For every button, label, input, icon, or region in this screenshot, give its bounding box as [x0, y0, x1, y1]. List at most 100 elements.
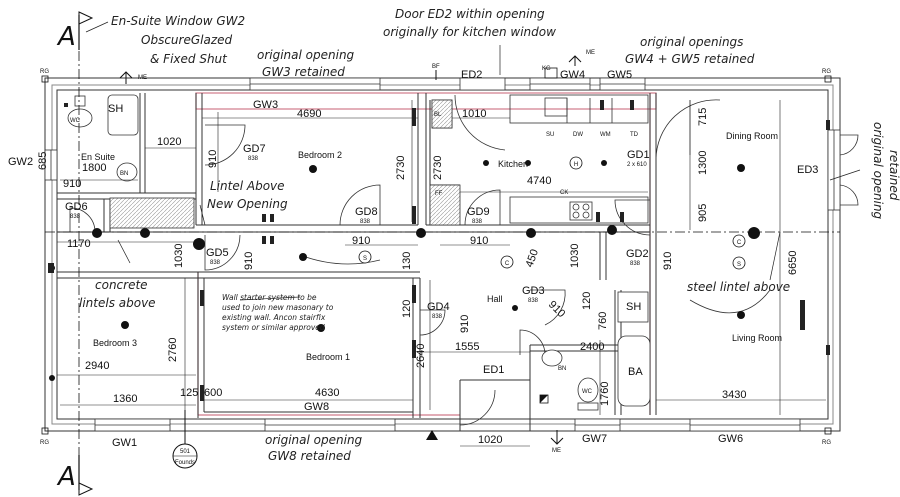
dim-910-gd7: 910 — [207, 150, 219, 168]
dimension-lines — [57, 100, 826, 447]
founds-label: Founds — [175, 460, 195, 466]
dim-1020-bottom: 1020 — [478, 434, 502, 446]
dim-1020-top: 1020 — [157, 136, 181, 148]
cupboards — [109, 99, 461, 229]
label-su: SU — [546, 132, 554, 138]
tag-gd9-size: 838 — [472, 219, 483, 225]
lintel-note-1: Lintel Above — [210, 179, 285, 193]
misc-symbols — [426, 67, 558, 440]
label-bl: BL — [434, 112, 442, 118]
rg-markers — [41, 75, 832, 435]
label-sh-ensuite: SH — [108, 103, 123, 115]
dim-685: 685 — [37, 152, 49, 170]
dim-120-b: 120 — [581, 292, 593, 310]
label-bf: BF — [432, 64, 440, 70]
tag-gd1: GD1 — [627, 149, 650, 161]
label-ba: BA — [628, 366, 643, 378]
wall-starter-note-1: Wall starter system to be — [222, 293, 317, 302]
tag-ed3: ED3 — [797, 164, 818, 176]
dim-1800: 1800 — [82, 162, 106, 174]
dim-2760: 2760 — [167, 338, 179, 362]
dim-450: 450 — [524, 248, 542, 269]
tag-gd7: GD7 — [243, 143, 266, 155]
tag-gw8: GW8 — [304, 401, 329, 413]
internal-walls — [57, 93, 657, 431]
windows — [44, 77, 841, 432]
dim-2940: 2940 — [85, 360, 109, 372]
founds-marker: 501 Founds — [172, 410, 198, 469]
room-kitchen: Kitchen — [498, 159, 528, 169]
steel-lintel-note: steel lintel above — [687, 280, 790, 294]
label-me-bottom: ME — [552, 448, 561, 454]
ensuite-window-note-3: & Fixed Shut — [150, 52, 228, 66]
dim-910-left: 910 — [63, 178, 81, 190]
label-bn-ensuite: BN — [120, 171, 128, 177]
dim-4740: 4740 — [527, 175, 551, 187]
annotation-leaders — [85, 21, 861, 301]
tag-gd4-size: 838 — [432, 314, 443, 320]
tag-gd6: GD6 — [65, 201, 88, 213]
ed2-note-2: originally for kitchen window — [383, 25, 556, 39]
room-ensuite: En Suite — [81, 152, 115, 162]
smoke-symbol-2: S — [737, 262, 741, 268]
section-marker-top: A — [56, 11, 94, 52]
tag-gd5-size: 838 — [210, 260, 221, 266]
room-dining: Dining Room — [726, 131, 778, 141]
tag-gd8-size: 838 — [360, 219, 371, 225]
label-rg-br: RG — [822, 440, 831, 446]
section-letter-bottom: A — [56, 462, 76, 492]
tag-gd3-size: 838 — [528, 298, 539, 304]
gridlines — [45, 15, 840, 480]
label-rg-tr: RG — [822, 69, 831, 75]
dim-1030-b: 1030 — [569, 244, 581, 268]
dim-2640: 2640 — [415, 344, 427, 368]
section-letter-top: A — [56, 22, 76, 52]
tag-gw7: GW7 — [582, 433, 607, 445]
ed2-note-1: Door ED2 within opening — [395, 7, 545, 21]
tag-ed1: ED1 — [483, 364, 504, 376]
gw4-gw5-note-2: GW4 + GW5 retained — [625, 52, 755, 66]
founds-number: 501 — [180, 449, 191, 455]
room-bedroom3: Bedroom 3 — [93, 338, 137, 348]
tag-ed2: ED2 — [461, 69, 482, 81]
wall-starter-note-3: existing wall. Ancon stairfix — [222, 313, 326, 322]
tag-gw2: GW2 — [8, 156, 33, 168]
tag-gd8: GD8 — [355, 206, 378, 218]
gw4-gw5-note-1: original openings — [640, 35, 743, 49]
dim-1010: 1010 — [462, 108, 486, 120]
sockets — [48, 100, 830, 401]
label-ff: FF — [435, 191, 443, 197]
gw3-note-1: original opening — [257, 48, 355, 62]
dim-910-gd8: 910 — [352, 235, 370, 247]
label-dw: DW — [573, 132, 583, 138]
label-rg-tl: RG — [40, 69, 49, 75]
door-swings — [69, 94, 771, 426]
tag-gd9: GD9 — [467, 206, 490, 218]
label-wc-ensuite: WC — [70, 118, 81, 124]
label-me-left: ME — [138, 75, 147, 81]
dim-910-gd9: 910 — [470, 235, 488, 247]
dim-2730-a: 2730 — [395, 156, 407, 180]
label-rg-bl: RG — [40, 440, 49, 446]
external-walls — [44, 77, 841, 432]
smoke-symbol-1: S — [363, 256, 367, 262]
lintel-note-2: New Opening — [207, 197, 288, 211]
dim-120-a: 120 — [401, 300, 413, 318]
tag-gw4: GW4 — [560, 69, 585, 81]
section-marker-bottom: A — [56, 455, 94, 496]
dim-1170: 1170 — [67, 238, 91, 250]
tag-gd2: GD2 — [626, 248, 649, 260]
dim-1360: 1360 — [113, 393, 137, 405]
tag-gd2-size: 838 — [630, 261, 641, 267]
tag-gd6-size: 838 — [70, 214, 81, 220]
tag-gw1: GW1 — [112, 437, 137, 449]
ed3-doors — [839, 134, 859, 206]
ed3-note-2: retained — [887, 150, 900, 201]
circled-symbols — [358, 156, 746, 270]
label-td: TD — [630, 132, 639, 138]
concrete-lintel-note-1: concrete — [95, 278, 148, 292]
label-ck: CK — [560, 190, 568, 196]
heat-symbol: H — [574, 162, 578, 168]
concrete-lintel-note-2: lintels above — [79, 296, 156, 310]
